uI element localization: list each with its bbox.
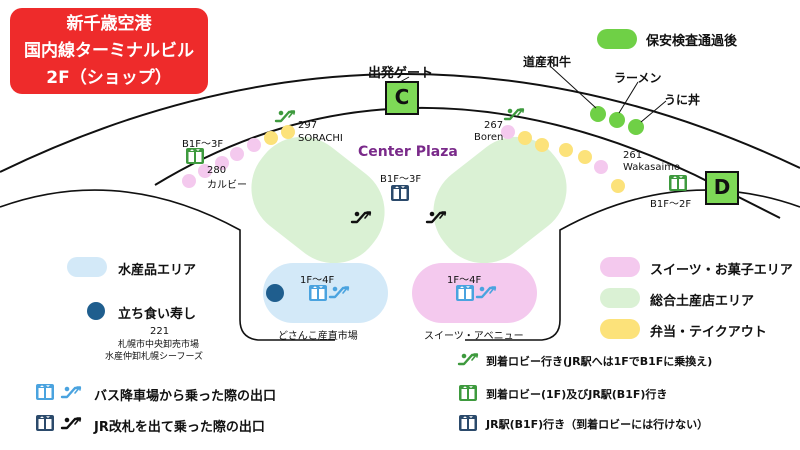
store-280-number: 280 (207, 165, 227, 176)
elevator-icon (391, 185, 409, 201)
left-wing-wall (0, 189, 335, 341)
floor-label-sweets-elevator: 1F～4F (447, 275, 482, 286)
legend-post-security-label: 保安検査通過後 (646, 34, 738, 49)
center-plaza-label: Center Plaza (358, 144, 458, 160)
store-261-number: 261 (623, 150, 643, 161)
legend-post-security-swatch (597, 29, 637, 49)
post-security-item-ramen: ラーメン (614, 71, 662, 85)
zone-dosanko-label: どさんこ産直市場 (278, 331, 358, 342)
title-line3: 2F（ショップ） (46, 67, 172, 88)
legend-exit-jr-label: JR改札を出て乗った際の出口 (94, 420, 265, 435)
elevator-icon (36, 384, 54, 400)
legend-seafood-swatch (67, 257, 107, 277)
local-souvenir-zone-right (433, 136, 567, 264)
elevator-icon (309, 285, 327, 301)
sushi-dot (266, 284, 284, 302)
store-267-name: Boren (474, 132, 504, 143)
post-security-item-wagyu: 道産和牛 (523, 55, 572, 69)
elevator-icon (456, 285, 474, 301)
store-221-line1: 札幌市中央卸売市場 (118, 340, 200, 350)
legend-arrival-escalator-label: 到着ロビー行き(JR駅へは1FでB1Fに乗換え) (486, 355, 713, 368)
zone-sweets-avenue-label: スイーツ・アベニュー (424, 331, 524, 342)
title-line2: 国内線ターミナルビル (24, 40, 194, 61)
legend-arrival-elevator-label: 到着ロビー(1F)及びJR駅(B1F)行き (486, 388, 668, 401)
right-arc-dots (501, 125, 625, 193)
escalator-icon (60, 385, 82, 399)
terminal-inner-wall (154, 106, 781, 219)
legend-local-label: 総合土産店エリア (650, 294, 755, 309)
local-souvenir-zone-left (251, 136, 385, 264)
legend-local-swatch (600, 288, 640, 308)
title-line1: 新千歳空港 (66, 13, 152, 34)
floor-label-left-elevator: B1F～3F (182, 139, 224, 150)
escalator-icon (60, 416, 82, 430)
legend-exit-bus-label: バス降車場から乗った際の出口 (94, 389, 277, 404)
elevator-icon (459, 385, 477, 401)
gate-c-letter[interactable]: C (394, 85, 410, 109)
right-wing-wall (465, 189, 800, 341)
legend-sweets-swatch (600, 257, 640, 277)
leader-lines (399, 65, 667, 123)
store-297-number: 297 (298, 120, 318, 131)
departure-gate-label: 出発ゲート (368, 66, 434, 81)
floor-label-right-elevator: B1F～2F (650, 199, 692, 210)
elevator-icon (459, 415, 477, 431)
post-security-dots (590, 106, 644, 135)
legend-jr-elevator-label: JR駅(B1F)行き（到着ロビーには行けない） (486, 418, 709, 431)
gate-d-letter[interactable]: D (713, 175, 731, 199)
legend-bento-swatch (600, 319, 640, 339)
legend-seafood-label: 水産品エリア (118, 263, 197, 278)
store-221-number: 221 (150, 326, 170, 337)
gate-c[interactable] (385, 81, 419, 115)
gate-d[interactable] (705, 171, 739, 205)
elevator-icon (669, 175, 687, 191)
legend-sushi-label: 立ち食い寿し (118, 307, 197, 322)
store-267-number: 267 (484, 120, 504, 131)
title-box: 新千歳空港 国内線ターミナルビル 2F（ショップ） (10, 8, 208, 94)
elevator-icon (36, 415, 54, 431)
terminal-outer-wall (0, 73, 800, 173)
store-261-name: Wakasaimo (623, 162, 681, 173)
store-280-name: カルビー (207, 180, 247, 191)
post-security-item-uni: うに丼 (664, 93, 701, 107)
sweets-zone (412, 263, 537, 323)
floor-label-seafood-elevator: 1F～4F (300, 275, 335, 286)
legend-sweets-label: スイーツ・お菓子エリア (650, 263, 793, 278)
escalator-icon (274, 109, 296, 123)
escalator-icon (457, 352, 479, 366)
store-297-name: SORACHI (298, 133, 343, 144)
legend-bento-label: 弁当・テイクアウト (650, 325, 767, 340)
left-arc-dots (182, 125, 295, 188)
legend-sushi-swatch (87, 302, 105, 320)
elevator-icon (186, 148, 204, 164)
store-221-line2: 水産仲卸札幌シーフーズ (105, 352, 204, 362)
floor-label-center-elevator: B1F～3F (380, 174, 422, 185)
